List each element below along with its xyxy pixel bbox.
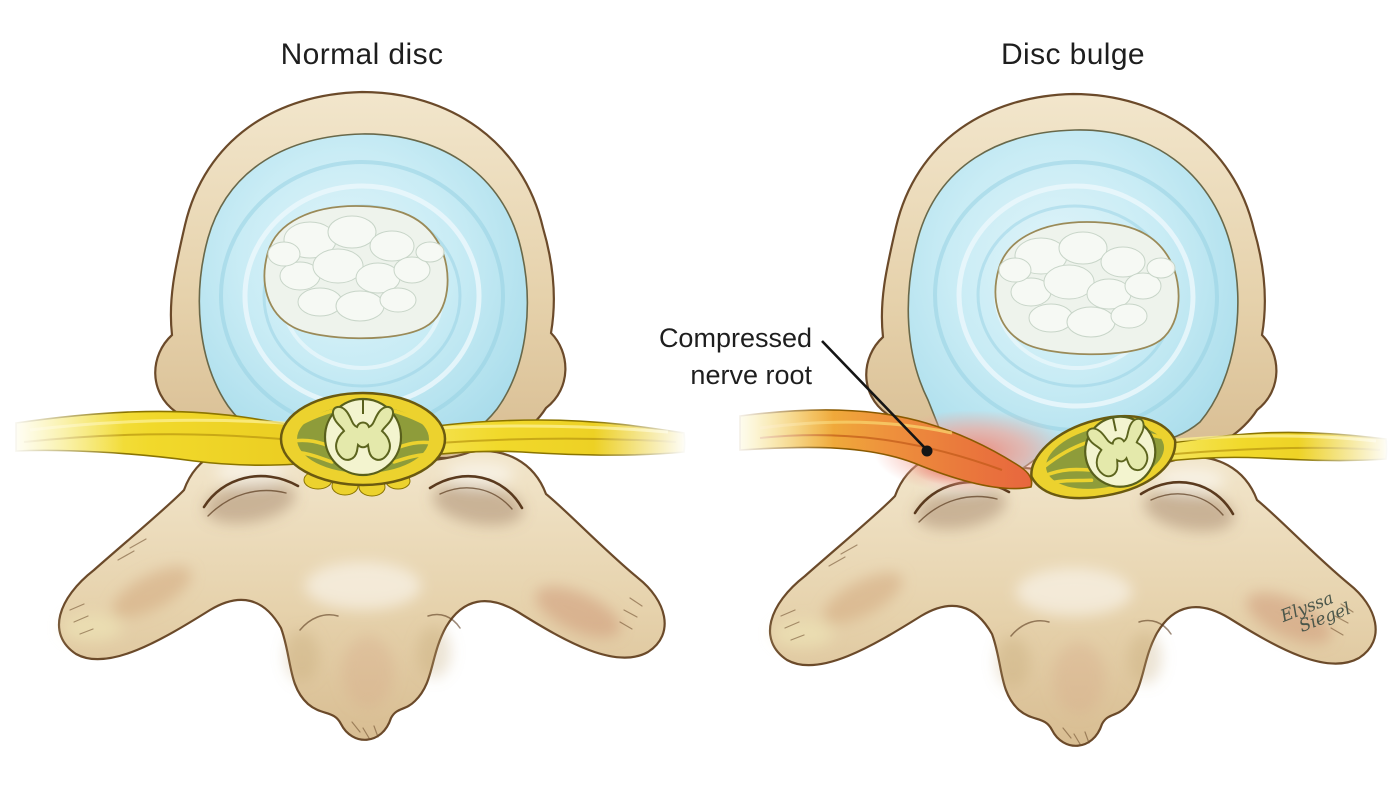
spinal-cord-displaced — [1030, 415, 1177, 500]
disc-bulge-illustration — [730, 92, 1390, 800]
panel-title-disc-bulge: Disc bulge — [1000, 38, 1146, 71]
compressed-nerve-root-label: Compressed nerve root — [659, 320, 812, 394]
spinal-cord — [279, 391, 447, 487]
nucleus-pulposus — [263, 205, 449, 340]
nerve-fade-right — [1298, 420, 1390, 468]
cord-fissure — [1111, 417, 1117, 432]
nucleus-pulposus — [994, 221, 1180, 356]
panel-title-normal-disc: Normal disc — [280, 38, 444, 71]
nerve-fade-left — [730, 398, 834, 470]
label-line-1: Compressed — [658, 323, 812, 353]
nerve-fade-left — [8, 400, 124, 464]
nerve-fade-right — [594, 412, 688, 462]
label-line-2: nerve root — [690, 360, 812, 390]
normal-disc-illustration — [8, 90, 688, 800]
